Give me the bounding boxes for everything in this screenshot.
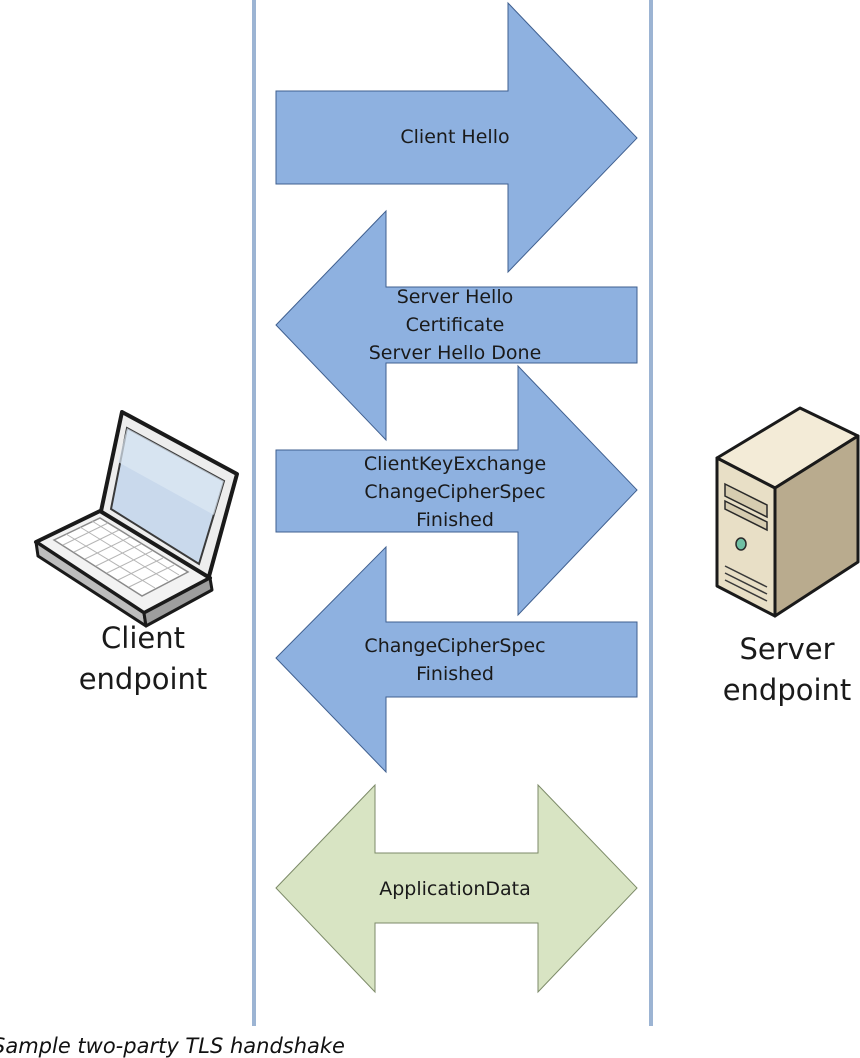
message-client-key-exchange: ClientKeyExchange ChangeCipherSpec Finis…: [330, 450, 580, 534]
message-line: Server Hello: [396, 286, 514, 308]
arrow-client-hello: [275, 1, 638, 274]
server-label-line1: Server: [739, 632, 835, 666]
message-line: ChangeCipherSpec: [364, 481, 546, 503]
arrow-application-data: [275, 783, 638, 994]
message-line: Finished: [416, 663, 494, 685]
laptop-icon: [34, 410, 239, 628]
message-server-hello: Server Hello Certificate Server Hello Do…: [330, 283, 580, 367]
client-lifeline: [252, 0, 256, 1026]
message-client-hello: Client Hello: [330, 123, 580, 151]
message-line: Certificate: [405, 314, 505, 336]
server-label-line2: endpoint: [722, 673, 852, 707]
message-line: ApplicationData: [379, 878, 531, 900]
message-server-finished: ChangeCipherSpec Finished: [330, 632, 580, 688]
message-line: ClientKeyExchange: [363, 453, 547, 475]
arrow-server-finished: [275, 545, 638, 774]
client-label-line2: endpoint: [78, 662, 208, 696]
message-line: Server Hello Done: [368, 342, 542, 364]
message-line: Finished: [416, 509, 494, 531]
arrow-server-hello: [275, 209, 638, 442]
client-label-line1: Client: [101, 621, 185, 655]
message-application-data: ApplicationData: [330, 875, 580, 903]
message-line: ChangeCipherSpec: [364, 635, 546, 657]
arrow-client-key-exchange: [275, 364, 638, 617]
message-line: Client Hello: [400, 126, 510, 148]
server-lifeline: [649, 0, 653, 1026]
server-endpoint-label: Server endpoint: [687, 629, 860, 711]
client-endpoint-label: Client endpoint: [43, 618, 243, 700]
server-icon: [715, 406, 860, 618]
figure-caption: Sample two-party TLS handshake: [0, 1034, 345, 1058]
